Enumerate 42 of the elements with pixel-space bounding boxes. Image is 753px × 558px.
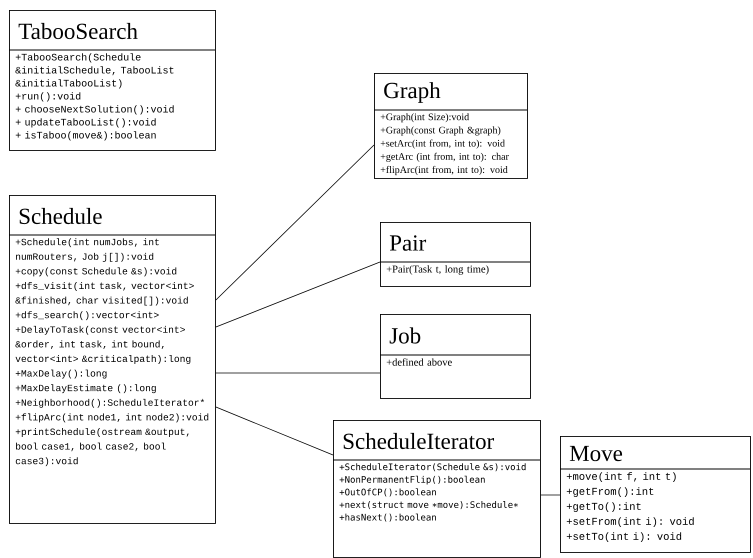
node-label: +flipArc(int from, int to): void: [380, 166, 508, 176]
method-list: +defined above: [386, 358, 452, 366]
node-label: +getFrom():int: [566, 487, 654, 497]
node-label: +dfs_search():vector<int>: [16, 311, 159, 320]
node-label: +getTo():int: [566, 502, 641, 512]
node-label: +Neighborhood():ScheduleIterator*: [16, 398, 204, 408]
method-list: +TabooSearch(Schedule &initialSchedule, TabooList &initialTabooList) +run():void + chooseNextSolution():void + updateTabooList():void + isTaboo(move&):boolean: [15, 53, 174, 141]
method-list: +Schedule(int numJobs, int numRouters, Job j[]):void +copy(const Schedule &s):void +dfs_visit(int task, vector<int> &finished, char visited[]):void +dfs_search():vector<int> +DelayToTask(const vector<int> &order, int task, int bound, vector<int> &criticalpath):long +MaxDelay():long +MaxDelayEstimate ():long +Neighborhood():ScheduleIterator* +flipArc(int node1, int node2):void +printSchedule(ostream &output, bool case1, bool case2, bool case3):void: [15, 238, 208, 466]
node-label: +ScheduleIterator(Schedule &s):void: [340, 463, 526, 472]
node-label: +getArc (int from, int to): char: [380, 152, 509, 162]
method-list: +ScheduleIterator(Schedule &s):void +NonPermanentFlip():boolean +OutOfCP():boolean +next(struct move ∗move):Schedule∗ +hasNext():boolean: [340, 463, 526, 522]
node-label: +Graph(int Size):void: [380, 113, 470, 122]
node-label: +DelayToTask(const vector<int> &order, int task, int bound, vector<int> &criticalpath):long: [15, 326, 190, 364]
node-label: +copy(const Schedule &s):void: [16, 267, 176, 276]
node-label: + isTaboo(move&):boolean: [16, 131, 156, 141]
node-label: +MaxDelayEstimate ():long: [16, 384, 156, 394]
node-label: +NonPermanentFlip():boolean: [340, 476, 485, 485]
node-label: + chooseNextSolution():void: [16, 105, 174, 115]
node-label: +setFrom(int i): void: [566, 517, 694, 527]
node-label: +dfs_visit(int task, vector<int> &finished, char visited[]):void: [15, 282, 194, 306]
node-label: +MaxDelay():long: [16, 370, 107, 379]
node-label: +printSchedule(ostream &output, bool case1, bool case2, bool case3):void: [16, 428, 189, 466]
association-line: [540, 494, 560, 496]
node-label: +Graph(const Graph &graph): [380, 126, 500, 136]
node-label: +move(int f, int t): [566, 472, 676, 482]
association-line: [216, 372, 380, 374]
node-label: + updateTabooList():void: [16, 118, 156, 128]
node-label: +hasNext():boolean: [340, 514, 436, 522]
node-label: +run():void: [16, 92, 80, 102]
association-line: [216, 262, 380, 328]
method-list: +move(int f, int t) +getFrom():int +getTo():int +setFrom(int i): void +setTo(int i): void: [566, 472, 694, 542]
node-label: +OutOfCP():boolean: [340, 488, 436, 496]
node-label: +next(struct move ∗move):Schedule∗: [340, 501, 518, 510]
association-line: [216, 144, 374, 300]
node-label: +flipArc(int node1, int node2):void: [16, 413, 208, 422]
association-line: [216, 406, 334, 456]
node-label: +TabooSearch(Schedule &initialSchedule, TabooList &initialTabooList): [15, 53, 174, 89]
node-label: +Schedule(int numJobs, int numRouters, Job j[]):void: [16, 238, 159, 262]
method-list: +Pair(Task t, long time): [386, 265, 489, 275]
node-label: +setTo(int i): void: [566, 532, 682, 542]
node-label: +setArc(int from, int to): void: [380, 140, 505, 149]
method-list: +Graph(int Size):void +Graph(const Graph &graph) +setArc(int from, int to): void +getArc (int from, int to): char +flipArc(int from, int to): void: [380, 113, 509, 176]
